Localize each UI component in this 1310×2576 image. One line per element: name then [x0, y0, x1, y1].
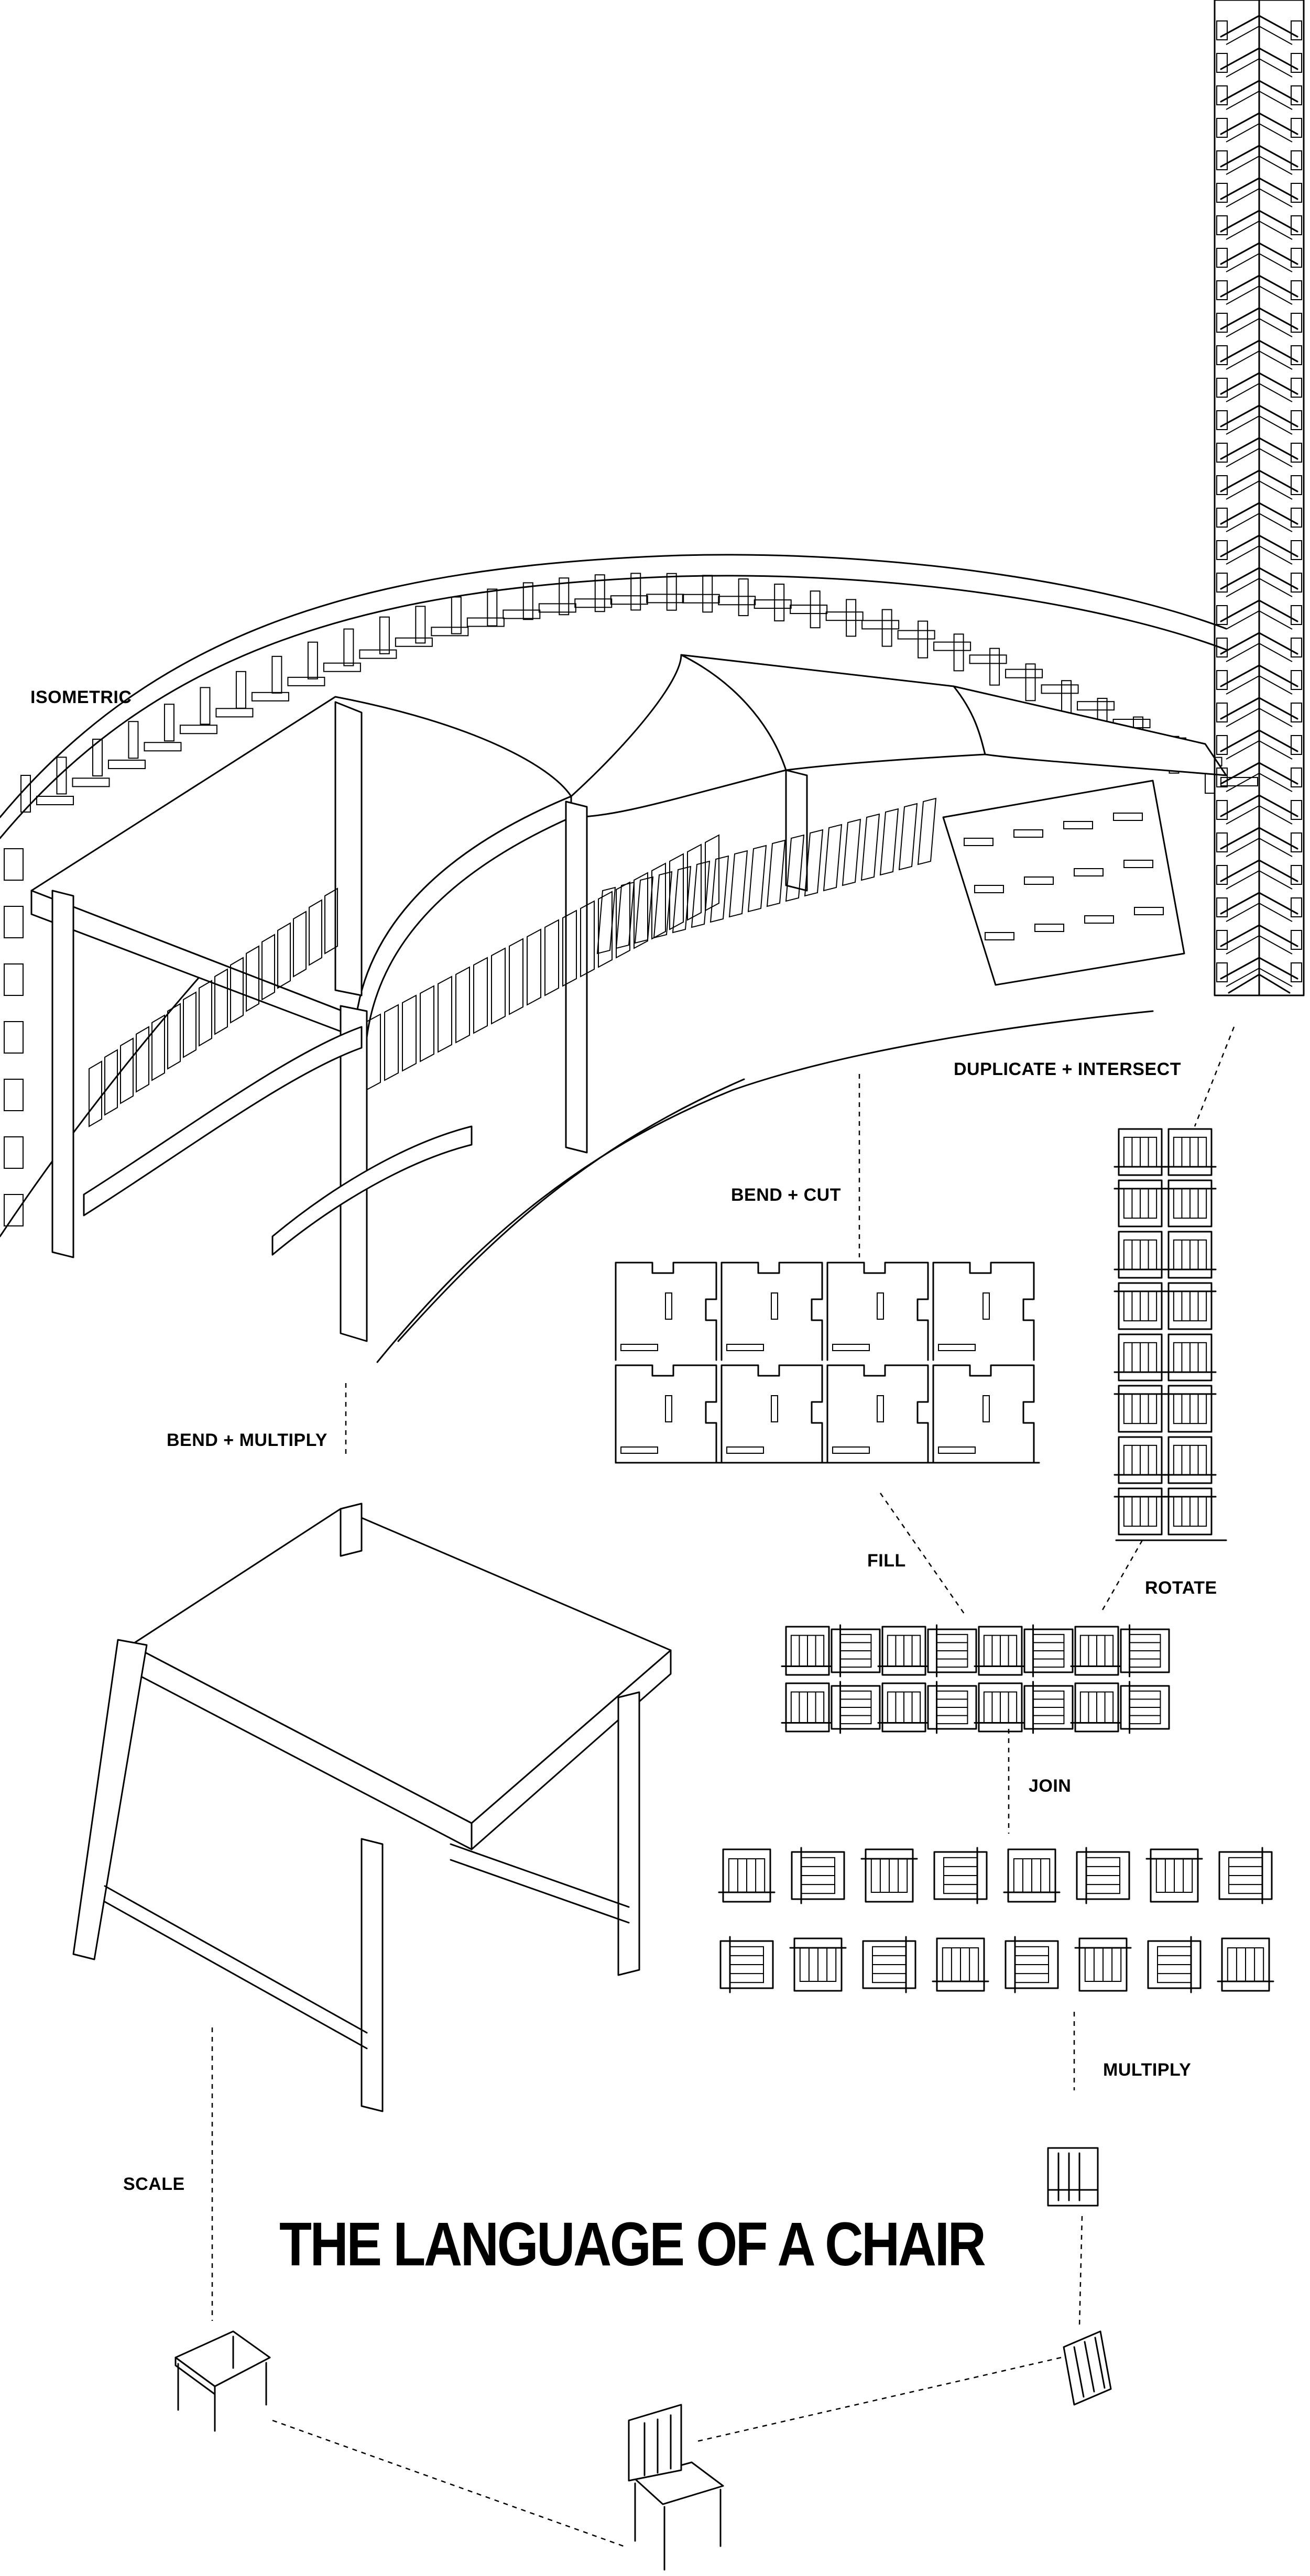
label-isometric: ISOMETRIC — [30, 687, 132, 707]
rotated-chair — [1063, 2330, 1112, 2406]
label-bend-multiply: BEND + MULTIPLY — [167, 1430, 328, 1450]
original-chair — [628, 2404, 724, 2571]
single-chair-elevation — [1047, 2147, 1099, 2207]
label-join: JOIN — [1029, 1776, 1072, 1796]
rotate-column — [1114, 1128, 1227, 1541]
scaled-table — [72, 1503, 672, 2112]
fill-pattern — [615, 1262, 1040, 1464]
stacked-chair-tower — [1214, 0, 1305, 996]
isometric-curved-wall — [0, 554, 1258, 1237]
connector-lines — [211, 1026, 1235, 2547]
label-multiply: MULTIPLY — [1103, 2060, 1192, 2080]
multiply-grid — [718, 1847, 1274, 1993]
label-bend-cut: BEND + CUT — [731, 1185, 841, 1205]
label-rotate: ROTATE — [1145, 1578, 1217, 1598]
bend-cut-panel — [942, 780, 1185, 986]
page-title: THE LANGUAGE OF A CHAIR — [279, 2210, 986, 2279]
pavilion-structure — [30, 654, 1227, 1363]
label-fill: FILL — [867, 1551, 906, 1571]
label-scale: SCALE — [123, 2174, 185, 2194]
small-table — [174, 2330, 271, 2432]
label-duplicate-intersect: DUPLICATE + INTERSECT — [954, 1059, 1181, 1079]
join-row — [781, 1624, 1170, 1734]
